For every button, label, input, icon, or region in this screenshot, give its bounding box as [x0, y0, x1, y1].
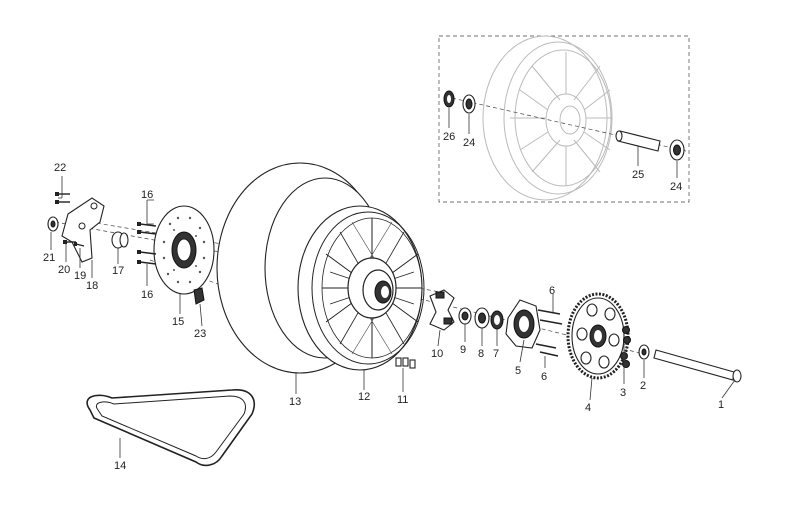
callout-16-upper: 16 — [141, 189, 153, 201]
inset-spacer — [615, 130, 661, 152]
valve — [193, 287, 205, 305]
callout-5: 5 — [515, 365, 521, 377]
callout-22: 22 — [54, 162, 66, 174]
callout-20: 20 — [58, 264, 70, 276]
axle-nut — [638, 344, 650, 360]
callout-26: 26 — [443, 131, 455, 143]
callout-3: 3 — [620, 387, 626, 399]
nut-21 — [47, 216, 59, 232]
callout-13: 13 — [289, 396, 301, 408]
callout-8: 8 — [478, 348, 484, 360]
collar — [458, 307, 472, 325]
bolt-19 — [74, 242, 85, 247]
callout-9: 9 — [460, 344, 466, 356]
callout-17: 17 — [112, 265, 124, 277]
callout-14: 14 — [114, 460, 126, 472]
callout-6-upper: 6 — [549, 285, 555, 297]
callout-24-inset-left: 24 — [463, 137, 475, 149]
axle — [653, 349, 742, 383]
caliper-bracket — [61, 197, 105, 263]
callout-2: 2 — [640, 380, 646, 392]
inset-detail: 26 24 25 24 — [438, 35, 690, 203]
balance-weights — [395, 357, 416, 369]
callout-21: 21 — [43, 252, 55, 264]
drive-belt — [86, 389, 256, 467]
callout-10: 10 — [431, 348, 443, 360]
callout-19: 19 — [74, 270, 86, 282]
callout-24-inset-right: 24 — [670, 181, 682, 193]
inset-seal — [443, 90, 455, 108]
sprocket-carrier — [505, 299, 541, 349]
callout-18: 18 — [86, 280, 98, 292]
inset-ghost-wheel — [482, 35, 613, 201]
callout-23: 23 — [194, 328, 206, 340]
rim — [297, 205, 425, 371]
callout-1: 1 — [718, 399, 724, 411]
callout-7: 7 — [493, 348, 499, 360]
inset-frame — [438, 35, 690, 203]
brake-disc — [153, 205, 215, 295]
bolt-22 — [55, 192, 70, 204]
damper — [429, 289, 455, 331]
sprocket — [566, 292, 630, 380]
callout-12: 12 — [358, 391, 370, 403]
inset-bearing-left — [462, 94, 476, 114]
callout-16-lower: 16 — [141, 289, 153, 301]
disc-bolts — [137, 199, 157, 286]
callout-11: 11 — [397, 394, 408, 406]
callout-15: 15 — [172, 316, 184, 328]
oil-seal — [490, 310, 504, 330]
callout-labels: 1 2 3 4 5 6 6 7 8 9 10 11 12 13 14 15 16… — [43, 162, 724, 472]
spacer-17 — [111, 231, 129, 249]
callout-25: 25 — [632, 169, 644, 181]
callout-4: 4 — [585, 402, 591, 414]
leader-lines — [50, 176, 736, 458]
callout-6-lower: 6 — [541, 371, 547, 383]
sprocket-studs — [535, 309, 563, 357]
inset-bearing-right — [669, 139, 685, 161]
bearing — [474, 307, 490, 329]
